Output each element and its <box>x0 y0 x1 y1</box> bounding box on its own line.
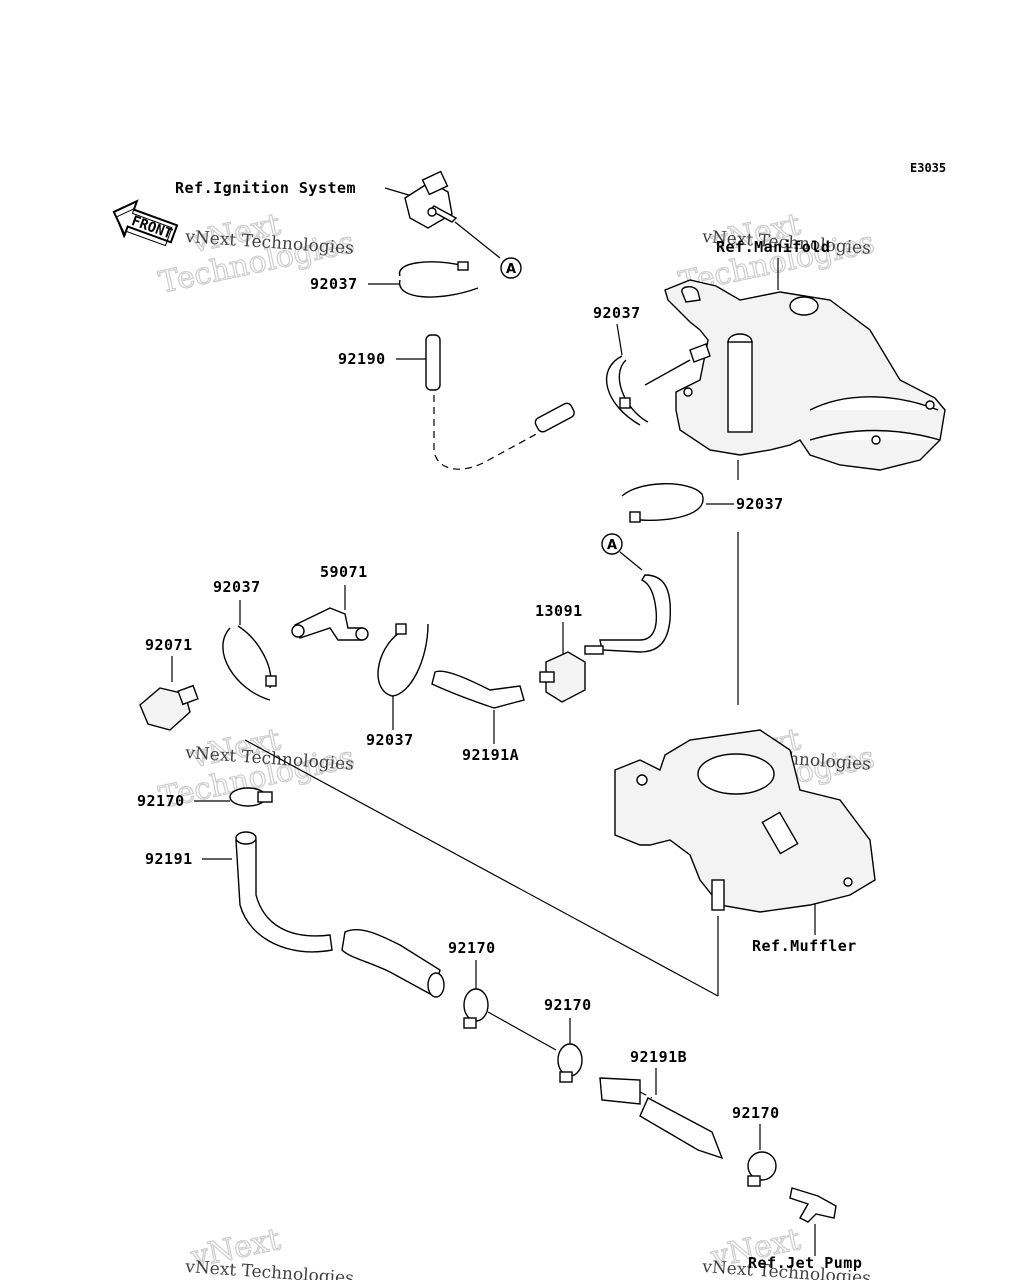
diagram-code: E3035 <box>910 161 946 175</box>
marker-a: A <box>607 538 617 553</box>
part-92190-label: 92190 <box>338 350 386 368</box>
part-92191-label: 92191 <box>145 850 193 868</box>
part-92191B-label: 92191B <box>630 1048 687 1066</box>
clamp-92170-c <box>747 1151 777 1187</box>
part-92191A-label: 92191A <box>462 746 519 764</box>
part-92071-label: 92071 <box>145 636 193 654</box>
hose-a-segment <box>599 574 672 653</box>
muffler-part <box>614 729 876 913</box>
clamp-92170-left <box>229 787 273 807</box>
part-92037-label: 92037 <box>310 275 358 293</box>
part-92170-label: 92170 <box>448 939 496 957</box>
part-92037-label: 92037 <box>736 495 784 513</box>
front-arrow-icon: FRONT <box>112 199 179 247</box>
part-92037-label: 92037 <box>593 304 641 322</box>
ref-muffler-label: Ref.Muffler <box>752 937 857 955</box>
part-59071-label: 59071 <box>320 563 368 581</box>
jet-pump-fitting <box>789 1187 837 1223</box>
ref-manifold-label: Ref.Manifold <box>716 238 830 256</box>
clamp-92037-mid-left <box>222 625 277 701</box>
clamp-92037 <box>398 261 479 298</box>
ref-ignition-label: Ref.Ignition System <box>175 179 356 197</box>
clamp-92170-a <box>463 988 489 1029</box>
clamp-92170-b <box>557 1043 583 1083</box>
hose-92190 <box>425 334 575 470</box>
clamp-92037-right <box>605 355 691 426</box>
hose-92191 <box>235 831 445 998</box>
ignition-fitting <box>404 170 458 229</box>
hose-92191A <box>431 670 525 709</box>
part-13091-label: 13091 <box>535 602 583 620</box>
marker-a: A <box>506 262 516 277</box>
part-92170-label: 92170 <box>732 1104 780 1122</box>
part-92037-label: 92037 <box>213 578 261 596</box>
clamp-92037-mid-right <box>377 623 429 697</box>
manifold-part <box>664 279 946 471</box>
hose-92191B <box>599 1077 724 1160</box>
watermark-text: vNext Technologies <box>184 1257 355 1280</box>
valve-13091 <box>539 645 604 703</box>
clamp-92037-lower <box>621 483 704 523</box>
part-92170-label: 92170 <box>137 792 185 810</box>
elbow-59071 <box>291 607 369 641</box>
part-92170-label: 92170 <box>544 996 592 1014</box>
ref-jet-pump-label: Ref.Jet Pump <box>748 1254 862 1272</box>
cap-92071 <box>139 684 199 731</box>
part-92037-label: 92037 <box>366 731 414 749</box>
